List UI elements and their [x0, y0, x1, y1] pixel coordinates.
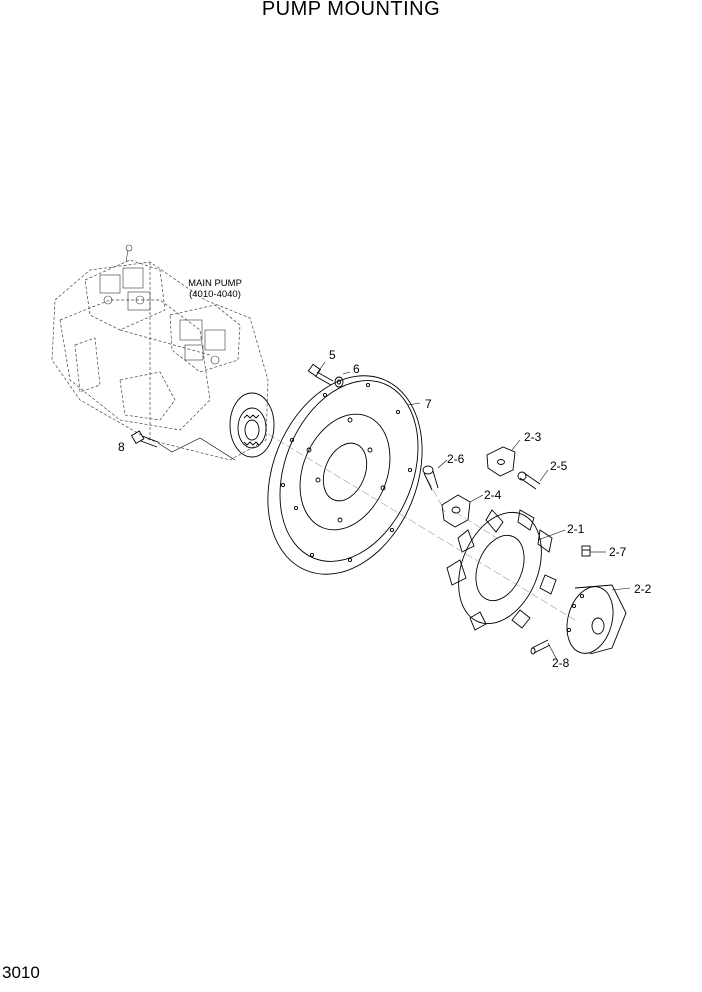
socket-bolt-2-6: [422, 465, 439, 491]
callout-2-8: 2-8: [552, 656, 570, 670]
insert-block-2-4: [441, 494, 471, 528]
spring-pin-2-8: [530, 639, 551, 655]
main-pump-note: MAIN PUMP (4010-4040): [160, 278, 270, 300]
main-pump-valve-block: [99, 244, 226, 365]
callout-2-2: 2-2: [634, 582, 652, 596]
callout-6: 6: [353, 362, 360, 376]
callout-2-4: 2-4: [484, 488, 502, 502]
page-number: 3010: [2, 963, 40, 982]
washer-6: [334, 376, 344, 388]
callout-2-5: 2-5: [550, 459, 568, 473]
bolt-5: [307, 363, 334, 386]
bolt-8: [130, 430, 159, 448]
main-pump-range: (4010-4040): [189, 289, 241, 300]
center-axis-lines: [267, 433, 576, 621]
callout-2-6: 2-6: [447, 452, 465, 466]
main-pump-phantom: [51, 259, 269, 461]
callout-2-3: 2-3: [524, 430, 542, 444]
main-pump-label: MAIN PUMP: [188, 278, 242, 289]
leader-lines: [157, 361, 631, 661]
callout-2-1: 2-1: [567, 522, 585, 536]
pump-drive-flange: [229, 392, 275, 458]
bracket-2-3: [486, 446, 516, 477]
flywheel-housing: [267, 375, 423, 575]
page-title: PUMP MOUNTING: [261, 0, 441, 20]
callout-8: 8: [118, 440, 125, 454]
callout-2-7: 2-7: [609, 545, 627, 559]
hub-2-2: [566, 584, 627, 655]
bolt-2-5: [517, 471, 541, 490]
callout-7: 7: [425, 397, 432, 411]
rubber-element-2-1: [446, 509, 557, 631]
callout-5: 5: [329, 348, 336, 362]
set-screw-2-7: [581, 545, 591, 557]
